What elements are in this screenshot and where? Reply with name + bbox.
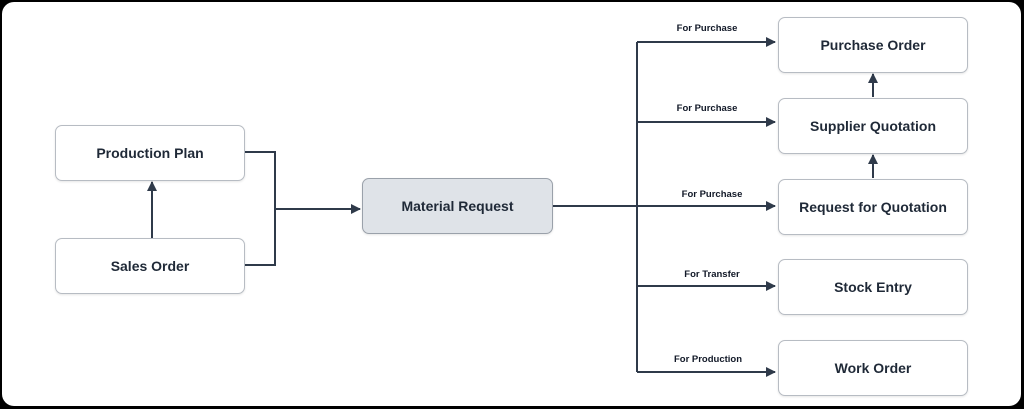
edge-label-supplier-quotation: For Purchase bbox=[676, 103, 738, 114]
node-production-plan: Production Plan bbox=[55, 125, 245, 181]
edge-label-request-for-quotation: For Purchase bbox=[681, 189, 743, 200]
edge-production-plan-bracket bbox=[244, 151, 276, 266]
edge-label-stock-entry: For Transfer bbox=[684, 269, 740, 280]
node-material-request: Material Request bbox=[362, 178, 553, 234]
node-request-for-quotation: Request for Quotation bbox=[778, 179, 968, 235]
edge-label-work-order: For Production bbox=[673, 354, 743, 365]
node-purchase-order: Purchase Order bbox=[778, 17, 968, 73]
node-sales-order: Sales Order bbox=[55, 238, 245, 294]
edge-label-purchase-order: For Purchase bbox=[676, 23, 738, 34]
node-stock-entry: Stock Entry bbox=[778, 259, 968, 315]
node-work-order: Work Order bbox=[778, 340, 968, 396]
node-supplier-quotation: Supplier Quotation bbox=[778, 98, 968, 154]
